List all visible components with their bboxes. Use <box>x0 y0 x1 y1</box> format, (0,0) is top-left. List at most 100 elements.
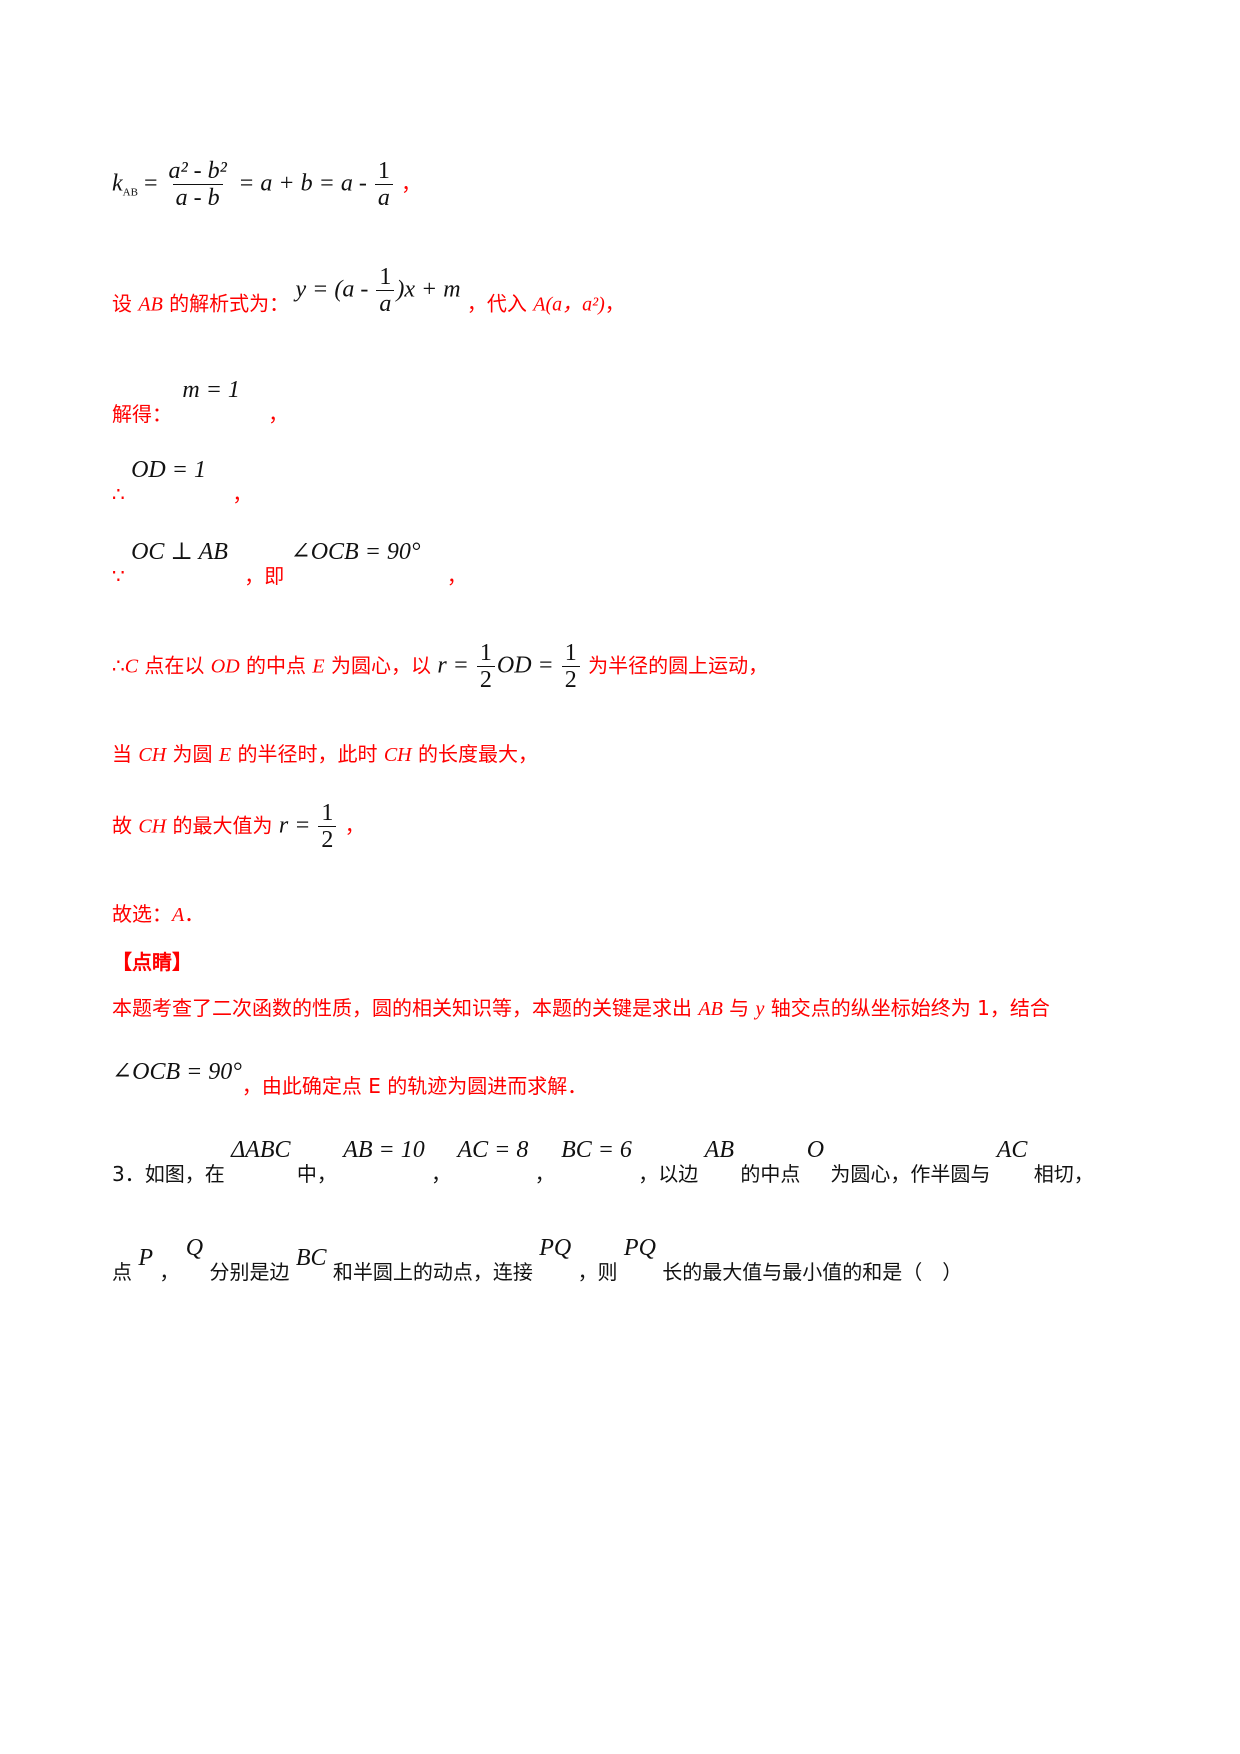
equals-sign: = <box>137 170 164 197</box>
math-od: OD = <box>496 652 560 679</box>
question-3-line-1: 3．如图，在 ΔABC 中， AB = 10 ， AC = 8 ， BC = 6… <box>112 1137 1094 1188</box>
therefore-symbol: ∴ <box>112 482 125 506</box>
punctuation: ， <box>534 1162 555 1186</box>
punctuation: ， <box>604 291 625 316</box>
math-pq: PQ <box>539 1235 572 1261</box>
math-ch: CH <box>138 815 167 838</box>
math-bc-6: BC = 6 <box>561 1137 632 1163</box>
text-segment: ，代入 <box>466 291 534 316</box>
punctuation: ． <box>184 902 205 926</box>
slope-subscript: AB <box>122 186 138 199</box>
fraction-denominator: 2 <box>476 666 495 693</box>
fraction-denominator: a - b <box>172 184 223 211</box>
answer-choice: A <box>172 904 185 926</box>
solve-m-line: 解得： m = 1 ， <box>112 377 288 428</box>
math-oc-perp-ab: OC ⊥ AB <box>131 539 228 565</box>
math-y: y <box>755 998 765 1020</box>
punctuation: ， <box>401 171 422 196</box>
text-segment: 分别是边 <box>209 1260 290 1284</box>
text-segment: 中， <box>296 1162 337 1186</box>
because-symbol: ∵ <box>112 564 125 588</box>
fraction-denominator: 2 <box>318 826 337 853</box>
text-segment: 相切， <box>1033 1162 1094 1186</box>
max-condition-line: 当 CH 为圆 E 的半径时，此时 CH 的长度最大， <box>112 738 538 767</box>
punctuation: ， <box>232 482 253 506</box>
text-segment: 和半圆上的动点，连接 <box>332 1260 533 1284</box>
math-ab-10: AB = 10 <box>343 1137 425 1163</box>
punctuation: ， <box>344 813 365 838</box>
text-segment: 本题考查了二次函数的性质，圆的相关知识等，本题的关键是求出 <box>112 996 699 1020</box>
text-segment: 点在以 <box>138 653 211 678</box>
math-angle-ocb: ∠OCB = 90° <box>112 1059 242 1085</box>
text-segment: ，以边 <box>638 1162 699 1186</box>
math-p: P <box>138 1245 154 1271</box>
punctuation: ， <box>159 1260 180 1284</box>
fraction-numerator: 1 <box>479 640 492 666</box>
text-segment: ，即 <box>244 564 285 588</box>
fraction-numerator: 1 <box>564 640 577 666</box>
math-ch: CH <box>138 744 167 766</box>
math-ac: AC <box>996 1137 1028 1163</box>
slope-formula-line: kAB = a² - b² a - b = a + b = a - 1 a ， <box>112 158 421 212</box>
question-number: 3．如图，在 <box>112 1162 225 1186</box>
math-ab: AB <box>704 1137 734 1163</box>
text-segment: 故选： <box>112 902 172 926</box>
math-m-equals-1: m = 1 <box>182 377 240 403</box>
text-segment: 轴交点的纵坐标始终为 1，结合 <box>764 996 1050 1020</box>
math-ab: AB <box>698 998 723 1020</box>
slope-simplification: = a + b = a - <box>238 170 373 197</box>
answer-line: 故选：A． <box>112 898 204 927</box>
fraction-numerator: 1 <box>321 800 334 826</box>
math-e: E <box>218 744 232 766</box>
text-segment: 的中点 <box>239 653 313 678</box>
math-ac-8: AC = 8 <box>457 1137 529 1163</box>
comment-body-line: 本题考查了二次函数的性质，圆的相关知识等，本题的关键是求出 AB 与 y 轴交点… <box>112 992 1050 1021</box>
text-segment: 为圆心，以 <box>324 653 431 678</box>
text-segment: 为半径的圆上运动， <box>581 653 769 678</box>
text-segment: 设 <box>112 291 139 316</box>
math-c: C <box>124 655 139 678</box>
math-r: r = <box>437 652 475 679</box>
text-segment: 与 <box>722 996 756 1020</box>
text-segment: ，由此确定点 E 的轨迹为圆进而求解． <box>241 1074 588 1098</box>
text-segment: 的中点 <box>740 1162 801 1186</box>
text-segment: 故 <box>112 813 139 838</box>
fraction-denominator: 2 <box>561 666 580 693</box>
fraction-numerator: a² - b² <box>168 158 227 184</box>
math-bc: BC <box>295 1245 327 1271</box>
fraction-numerator: 1 <box>379 264 392 290</box>
text-segment: ，则 <box>577 1260 618 1284</box>
punctuation: ， <box>446 564 467 588</box>
therefore-symbol: ∴ <box>112 653 125 678</box>
math-r: r = <box>278 812 317 839</box>
text-segment: 点 <box>112 1260 132 1284</box>
math-triangle-abc: ΔABC <box>231 1137 291 1163</box>
fraction-a2-b2: a² - b² a - b <box>165 158 229 212</box>
because-perpendicular-line: ∵ OC ⊥ AB ，即 ∠OCB = 90° ， <box>112 539 467 590</box>
math-ab: AB <box>138 293 163 316</box>
fraction-one-over-a: 1 a <box>374 158 393 212</box>
fraction-numerator: 1 <box>377 158 390 184</box>
text-segment: 当 <box>112 742 139 766</box>
text-segment: 解得： <box>112 402 172 426</box>
math-od: OD <box>210 655 240 678</box>
math-q: Q <box>185 1235 204 1261</box>
equation-left: y = (a - <box>295 276 375 303</box>
math-e: E <box>312 655 325 678</box>
math-ch: CH <box>383 744 412 766</box>
text-segment: 长的最大值与最小值的和是（ ） <box>662 1260 963 1284</box>
text-segment: 为圆 <box>166 742 219 766</box>
fraction-denominator: a <box>376 290 395 317</box>
text-segment: 的最大值为 <box>166 813 273 838</box>
text-segment: 的半径时，此时 <box>231 742 384 766</box>
question-3-line-2: 点 P ， Q 分别是边 BC 和半圆上的动点，连接 PQ ，则 PQ 长的最大… <box>112 1235 963 1286</box>
slope-k: k <box>112 170 123 197</box>
text-segment: 的长度最大， <box>411 742 538 766</box>
